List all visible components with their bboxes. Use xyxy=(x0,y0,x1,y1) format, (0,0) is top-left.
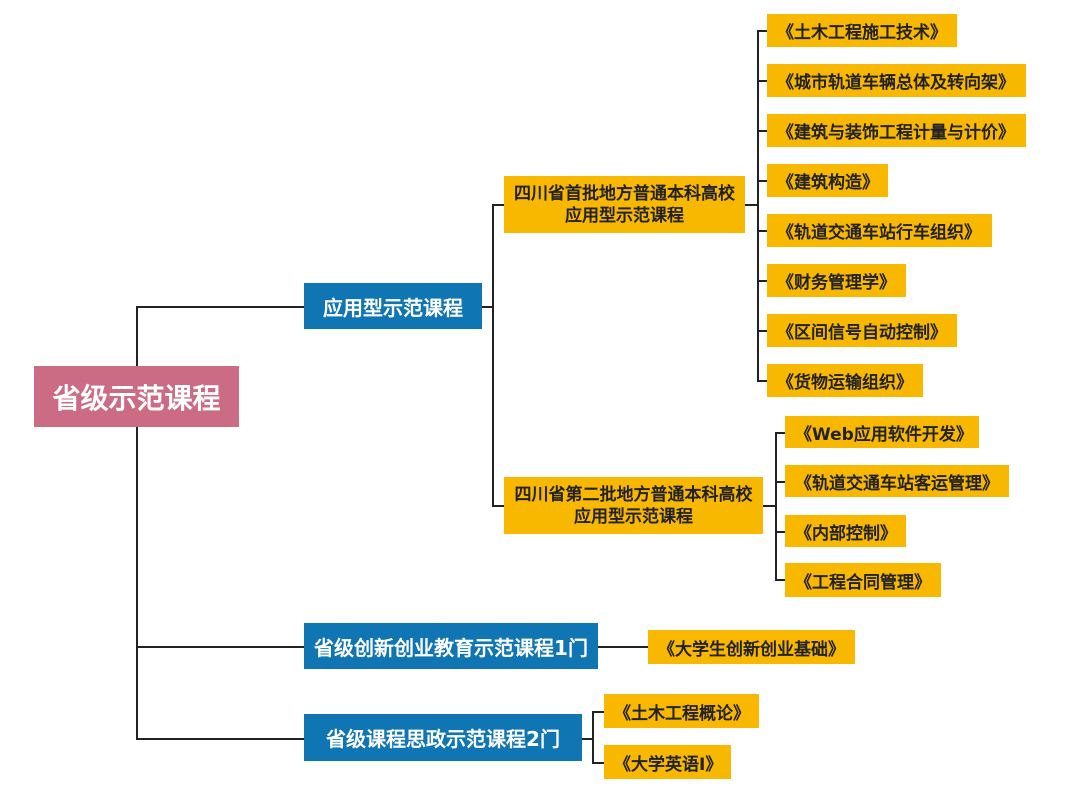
branch-innovation-courses: 省级创新创业教育示范课程1门 xyxy=(304,623,598,669)
connector-application-stub xyxy=(482,306,492,308)
course-item: 《轨道交通车站行车组织》 xyxy=(767,214,992,247)
connector-group-1-course-2 xyxy=(757,80,767,82)
connector-group-2-course-3 xyxy=(775,531,785,533)
group-second-batch-line-1: 四川省第二批地方普通本科高校 xyxy=(514,484,753,505)
connector-group-1-course-1 xyxy=(757,30,767,32)
connector-root-trunk xyxy=(136,306,138,740)
group-first-batch: 四川省首批地方普通本科高校 应用型示范课程 xyxy=(504,176,745,233)
connector-innovation-course xyxy=(598,646,648,648)
branch-ideology-courses: 省级课程思政示范课程2门 xyxy=(304,714,582,761)
group-first-batch-line-1: 四川省首批地方普通本科高校 xyxy=(514,183,735,204)
connector-group-1-course-4 xyxy=(757,180,767,182)
connector-to-ideology-branch xyxy=(136,738,304,740)
connector-application-trunk xyxy=(492,204,494,506)
root-node: 省级示范课程 xyxy=(34,366,239,427)
connector-group-1-course-7 xyxy=(757,330,767,332)
connector-group-2-trunk xyxy=(775,432,777,580)
connector-group-1-course-8 xyxy=(757,380,767,382)
connector-ideology-stub xyxy=(582,738,592,740)
connector-to-group-1 xyxy=(492,204,504,206)
course-item: 《货物运输组织》 xyxy=(767,364,923,397)
connector-group-2-course-1 xyxy=(775,432,785,434)
connector-group-1-course-3 xyxy=(757,130,767,132)
connector-to-group-2 xyxy=(492,505,504,507)
connector-to-application-branch xyxy=(136,306,304,308)
course-item: 《土木工程概论》 xyxy=(604,694,759,728)
connector-group-2-stub xyxy=(763,505,775,507)
course-item: 《工程合同管理》 xyxy=(785,563,941,597)
course-item: 《建筑与装饰工程计量与计价》 xyxy=(767,114,1026,147)
connector-group-1-stub xyxy=(745,204,757,206)
course-item: 《大学生创新创业基础》 xyxy=(648,630,855,664)
group-second-batch-line-2: 应用型示范课程 xyxy=(574,506,693,527)
connector-group-2-course-4 xyxy=(775,579,785,581)
branch-application-courses: 应用型示范课程 xyxy=(304,283,482,329)
course-item: 《财务管理学》 xyxy=(767,264,906,297)
connector-ideology-course-2 xyxy=(592,762,604,764)
course-item: 《城市轨道车辆总体及转向架》 xyxy=(767,64,1026,97)
connector-ideology-course-1 xyxy=(592,711,604,713)
course-item: 《土木工程施工技术》 xyxy=(767,14,957,47)
course-item: 《建筑构造》 xyxy=(767,164,888,197)
connector-group-1-course-5 xyxy=(757,230,767,232)
connector-group-1-trunk xyxy=(757,30,759,381)
connector-group-2-course-2 xyxy=(775,481,785,483)
course-item: 《大学英语I》 xyxy=(604,745,731,779)
connector-to-innovation-branch xyxy=(136,646,304,648)
course-item: 《区间信号自动控制》 xyxy=(767,314,957,347)
group-second-batch: 四川省第二批地方普通本科高校 应用型示范课程 xyxy=(504,477,763,534)
connector-group-1-course-6 xyxy=(757,280,767,282)
course-item: 《轨道交通车站客运管理》 xyxy=(785,465,1009,497)
course-item: 《内部控制》 xyxy=(785,515,906,547)
course-item: 《Web应用软件开发》 xyxy=(785,416,979,448)
group-first-batch-line-2: 应用型示范课程 xyxy=(565,205,684,226)
connector-ideology-trunk xyxy=(592,711,594,763)
